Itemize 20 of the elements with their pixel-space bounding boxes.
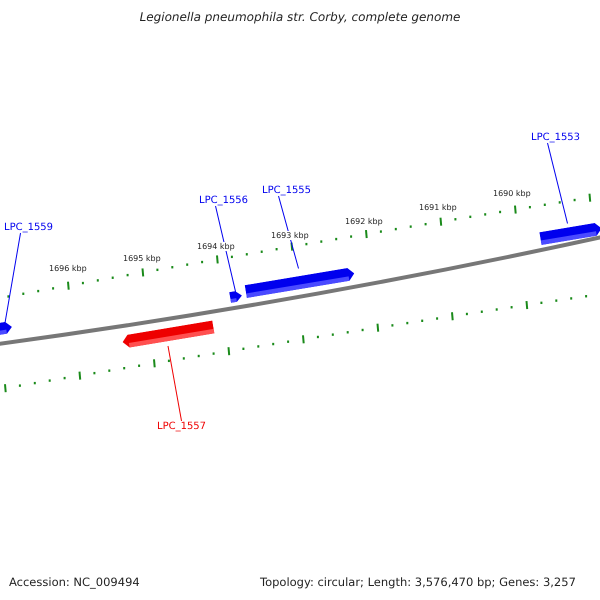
gene-label: LPC_1557 [157,421,206,432]
title: Legionella pneumophila str. Corby, complete genome [138,10,462,24]
gene-label: LPC_1555 [262,185,312,196]
scale-label: 1690 kbp [493,189,531,198]
leader-line [168,346,182,422]
scale-label: 1695 kbp [123,254,161,263]
gene-label: LPC_1556 [199,195,248,206]
scale-label: 1693 kbp [271,231,309,240]
scale-label: 1694 kbp [197,242,235,251]
scale-label: 1691 kbp [419,203,457,212]
gene-label: LPC_1553 [531,132,580,143]
info-text: Accession: NC_009494 [9,575,140,589]
gene-label: LPC_1559 [4,222,54,233]
leader-line [278,196,300,269]
info-text: Topology: circular; Length: 3,576,470 bp; Genes: 3,257 [260,575,576,589]
leader-line [547,142,568,224]
scale-label: 1696 kbp [49,264,87,273]
leader-line [4,232,22,324]
leader-line [215,206,236,292]
scale-label: 1692 kbp [345,217,383,226]
